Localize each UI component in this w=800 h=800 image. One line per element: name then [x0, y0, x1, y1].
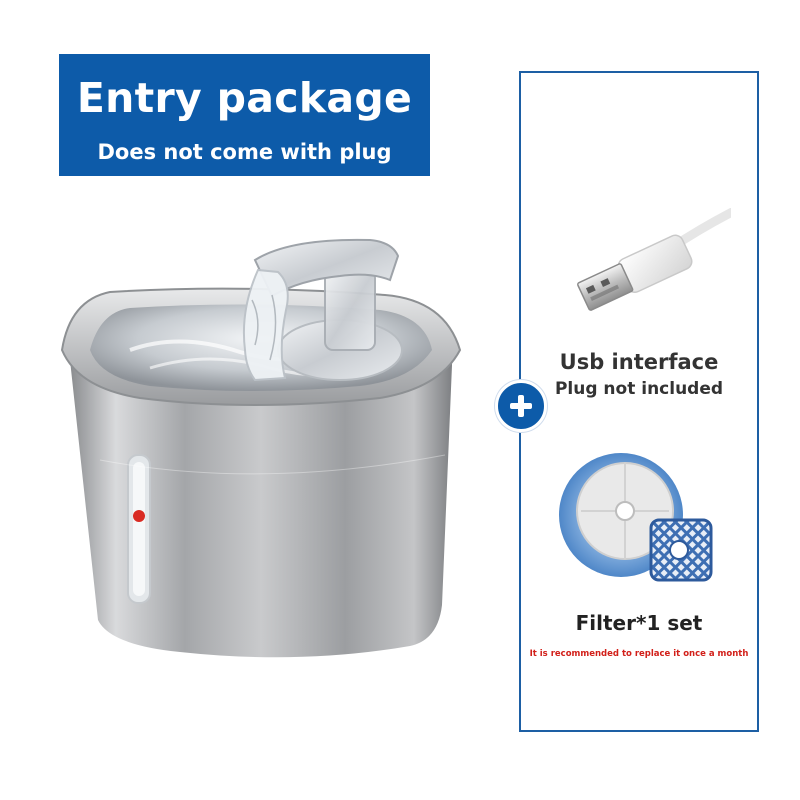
banner-subtitle: Does not come with plug [97, 140, 392, 164]
water-fountain-image [60, 238, 462, 658]
plus-icon [495, 380, 547, 432]
filter-set-image [559, 453, 713, 582]
banner-title: Entry package [76, 74, 413, 122]
filter-set-title: Filter*1 set [575, 611, 703, 635]
usb-interface-subtitle: Plug not included [554, 379, 724, 399]
usb-cable-image [577, 208, 731, 311]
filter-replacement-note: It is recommended to replace it once a m… [529, 649, 749, 659]
included-items-panel: Usb interface Plug not included Filter*1… [519, 71, 759, 732]
usb-interface-title: Usb interface [559, 350, 719, 374]
entry-package-banner: Entry package Does not come with plug [59, 54, 430, 176]
